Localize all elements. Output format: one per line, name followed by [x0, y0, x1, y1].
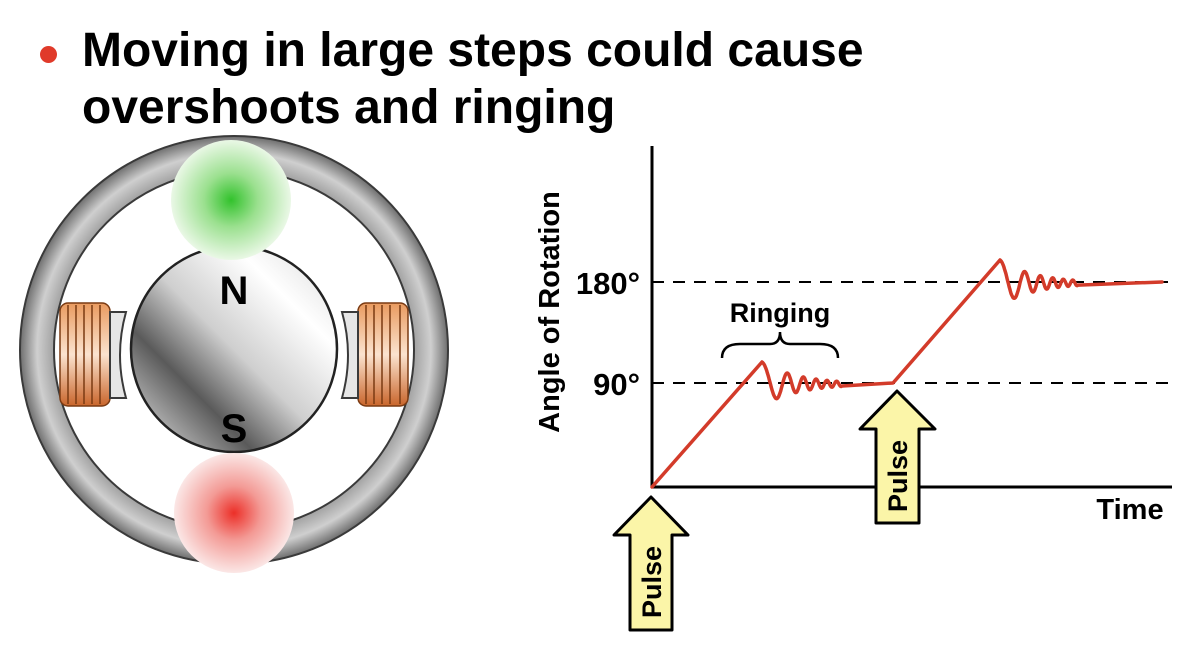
right-coil: [340, 302, 409, 407]
bullet-line-1: Moving in large steps could cause: [82, 24, 864, 77]
north-label: N: [220, 269, 249, 313]
tick-label-180: 180°: [576, 266, 640, 301]
south-pole-glow: [174, 453, 294, 573]
tick-label-90: 90°: [593, 367, 640, 402]
north-pole-glow: [171, 140, 291, 260]
x-axis-label: Time: [1096, 494, 1163, 526]
angle-response-curve: [650, 258, 1164, 489]
bullet-text: Moving in large steps could cause oversh…: [82, 22, 864, 136]
pulse-label-1: Pulse: [637, 546, 667, 618]
pulse-arrow-1: Pulse: [612, 495, 690, 632]
angle-time-chart: 180° 90° Angle of Rotation Time Ringing …: [534, 146, 1172, 632]
left-coil: [59, 302, 128, 407]
bullet-line-2: overshoots and ringing: [82, 81, 616, 134]
ringing-label: Ringing: [730, 298, 830, 328]
pulse-arrow-2: Pulse: [858, 389, 937, 525]
south-label: S: [221, 407, 248, 451]
pulse-label-2: Pulse: [883, 440, 913, 512]
stepper-motor-illustration: N S: [19, 135, 449, 573]
y-axis-label: Angle of Rotation: [534, 191, 566, 433]
bullet-dot-icon: [40, 46, 57, 63]
ringing-brace: [720, 331, 840, 359]
